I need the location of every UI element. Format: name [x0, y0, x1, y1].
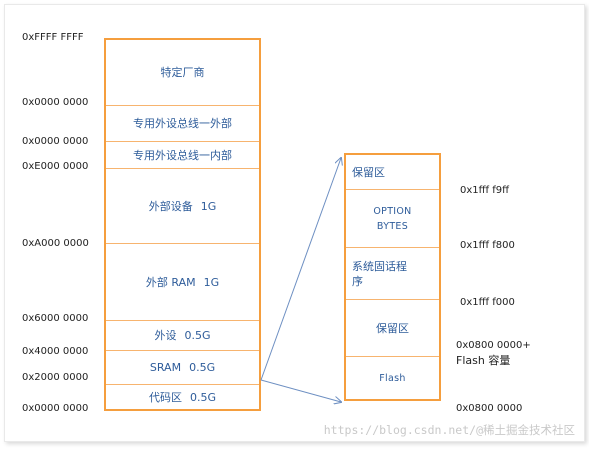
address-label: 0x1fff f800	[460, 240, 515, 251]
figure-frame	[4, 4, 585, 442]
region-external-device: 外部设备 1G	[106, 168, 259, 243]
watermark: https://blog.csdn.net/@稀土掘金技术社区	[323, 423, 575, 437]
region-peripheral: 外设 0.5G	[106, 320, 259, 350]
address-label: 0x0800 0000	[456, 403, 523, 414]
region-flash: Flash	[346, 356, 439, 399]
region-option-bytes: OPTION BYTES	[346, 189, 439, 247]
address-label: 0x1fff f9ff	[460, 185, 510, 196]
region-label: 保留区	[376, 321, 409, 335]
address-label: 0x4000 0000	[22, 346, 89, 357]
address-label-bottom: 0x0000 0000	[22, 403, 89, 414]
arrow-to-bottom	[260, 379, 341, 402]
region-label: 外设	[154, 329, 177, 342]
region-size: 0.5G	[189, 361, 216, 374]
region-label-line: 系统固话程	[352, 259, 407, 273]
region-label: 保留区	[352, 165, 385, 179]
region-sram: SRAM 0.5G	[106, 350, 259, 384]
address-label-top: 0xFFFF FFFF	[22, 32, 84, 43]
region-label: 外部设备	[148, 199, 193, 213]
region-label: 专用外设总线一内部	[133, 148, 232, 162]
memory-map-column: 特定厂商 专用外设总线一外部 专用外设总线一内部 外部设备 1G 外部 RAM …	[104, 38, 261, 411]
address-label: 0xA000 0000	[22, 238, 89, 249]
region-label-line: 序	[352, 274, 363, 288]
arrow-to-top	[260, 158, 341, 381]
region-size: 0.5G	[184, 329, 211, 342]
region-size: 1G	[203, 275, 220, 289]
address-label: 0x0800 0000+	[456, 340, 531, 351]
region-reserved-top: 保留区	[346, 155, 439, 189]
region-system-memory: 系统固话程 序	[346, 247, 439, 299]
region-size: 0.5G	[189, 390, 217, 404]
address-label: 0x6000 0000	[22, 313, 89, 324]
address-label: Flash 容量	[456, 354, 511, 367]
address-label: 0x0000 0000	[22, 136, 89, 147]
region-vendor-specific: 特定厂商	[106, 40, 259, 105]
region-label: 特定厂商	[160, 66, 205, 79]
region-size: 1G	[200, 199, 217, 213]
region-label: SRAM	[149, 361, 182, 374]
address-label: 0x2000 0000	[22, 372, 89, 383]
region-reserved-bottom: 保留区	[346, 299, 439, 356]
region-external-ram: 外部 RAM 1G	[106, 243, 259, 320]
address-label: 0x0000 0000	[22, 97, 89, 108]
region-label: 外部 RAM	[145, 275, 196, 289]
code-region-detail-column: 保留区 OPTION BYTES 系统固话程 序 保留区 Flash	[344, 153, 441, 401]
region-label: Flash	[379, 372, 406, 384]
region-label: 代码区	[148, 390, 182, 404]
address-label: 0x1fff f000	[460, 297, 515, 308]
region-code: 代码区 0.5G	[106, 384, 259, 409]
region-label-line: OPTION	[373, 205, 412, 217]
region-label-line: BYTES	[376, 220, 409, 232]
address-label: 0xE000 0000	[22, 161, 89, 172]
region-ppb-internal: 专用外设总线一内部	[106, 141, 259, 168]
region-ppb-external: 专用外设总线一外部	[106, 105, 259, 141]
region-label: 专用外设总线一外部	[133, 117, 232, 130]
